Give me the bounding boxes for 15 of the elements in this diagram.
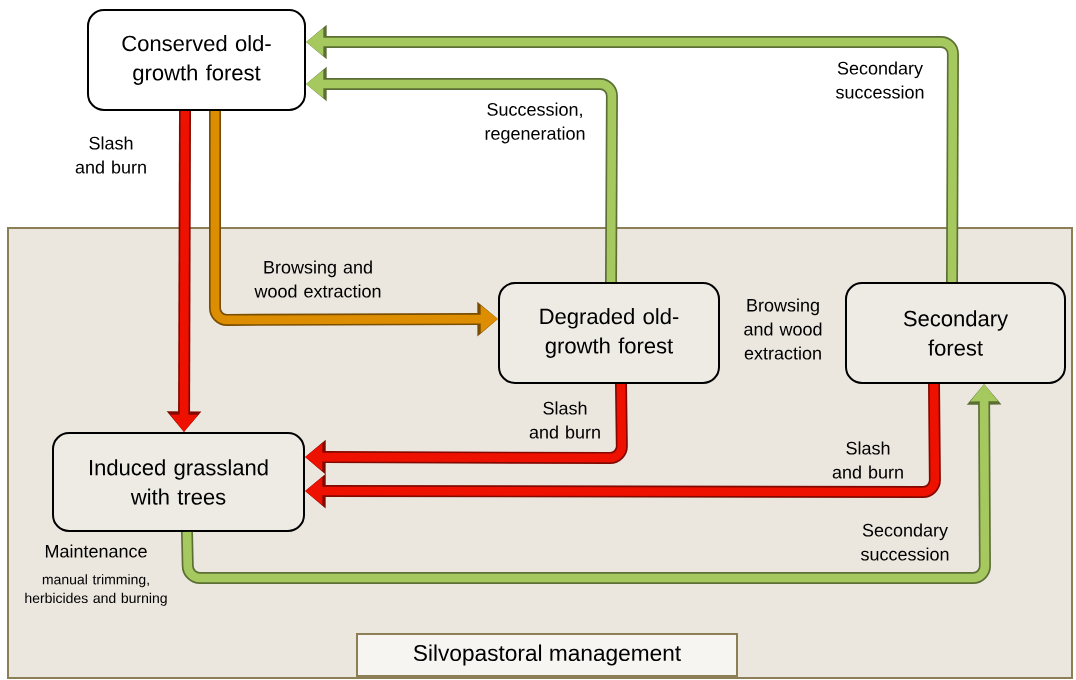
edge-label: Browsing and wood extraction <box>254 260 381 298</box>
edge-label: Slash and burn <box>75 136 146 174</box>
region-label: Silvopastoral management <box>356 633 738 677</box>
edge-label: Slash and burn <box>832 441 903 479</box>
edge-label: Secondary succession <box>836 61 924 99</box>
process-box: Degraded old-growth forest <box>498 282 720 384</box>
edge-label: Slash and burn <box>529 401 600 439</box>
edge-label: Secondary succession <box>861 523 949 561</box>
caption-note: manual trimming, herbicides and burning <box>25 574 167 606</box>
process-label: Browsing and wood extraction <box>744 298 822 360</box>
caption-heading: Maintenance <box>45 544 147 558</box>
process-box: Induced grassland with trees <box>52 432 305 532</box>
process-box: Secondary forest <box>845 282 1066 384</box>
process-box: Conserved old-growth forest <box>87 9 306 111</box>
edge-label: Succession, regeneration <box>485 102 585 144</box>
